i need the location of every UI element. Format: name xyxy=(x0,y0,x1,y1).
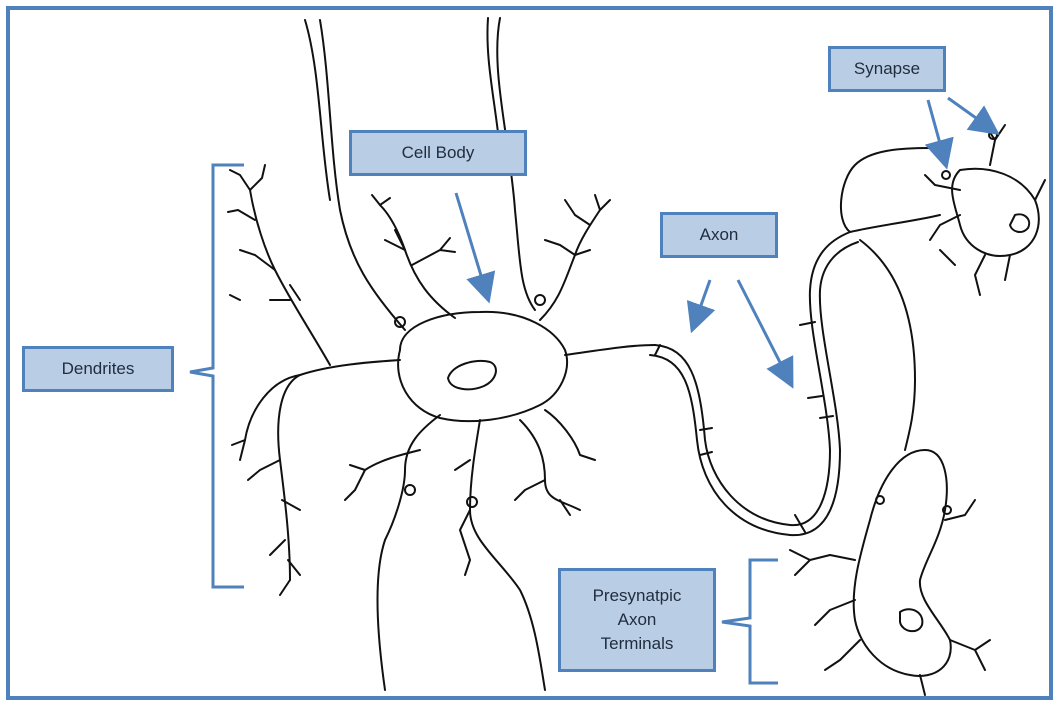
axon-path xyxy=(655,215,940,525)
axon-label: Axon xyxy=(660,212,778,258)
cell-body-outline xyxy=(398,312,567,421)
dendrites-bracket xyxy=(190,165,244,587)
presynaptic-label: Presynatpic Axon Terminals xyxy=(558,568,716,672)
axon-arrow-right xyxy=(738,280,788,378)
axon-label-text: Axon xyxy=(700,223,739,247)
presynaptic-label-line-1: Presynatpic xyxy=(593,584,682,608)
presynaptic-bracket xyxy=(722,560,778,683)
synapse-arrow-right xyxy=(948,98,990,128)
upper-right-neuron xyxy=(952,169,1039,256)
cell-body-label-text: Cell Body xyxy=(402,141,475,165)
synapse-label: Synapse xyxy=(828,46,946,92)
lower-right-neuron xyxy=(854,450,951,676)
nucleus xyxy=(448,361,496,389)
synapse-arrow-left xyxy=(928,100,944,158)
axon-arrow-left xyxy=(695,280,710,322)
synapse-label-text: Synapse xyxy=(854,57,920,81)
dendrites-label: Dendrites xyxy=(22,346,174,392)
cell-body-label: Cell Body xyxy=(349,130,527,176)
cell-body-arrow xyxy=(456,193,486,292)
presynaptic-label-line-3: Terminals xyxy=(601,632,674,656)
dendrites-label-text: Dendrites xyxy=(62,357,135,381)
presynaptic-label-line-2: Axon xyxy=(618,608,657,632)
